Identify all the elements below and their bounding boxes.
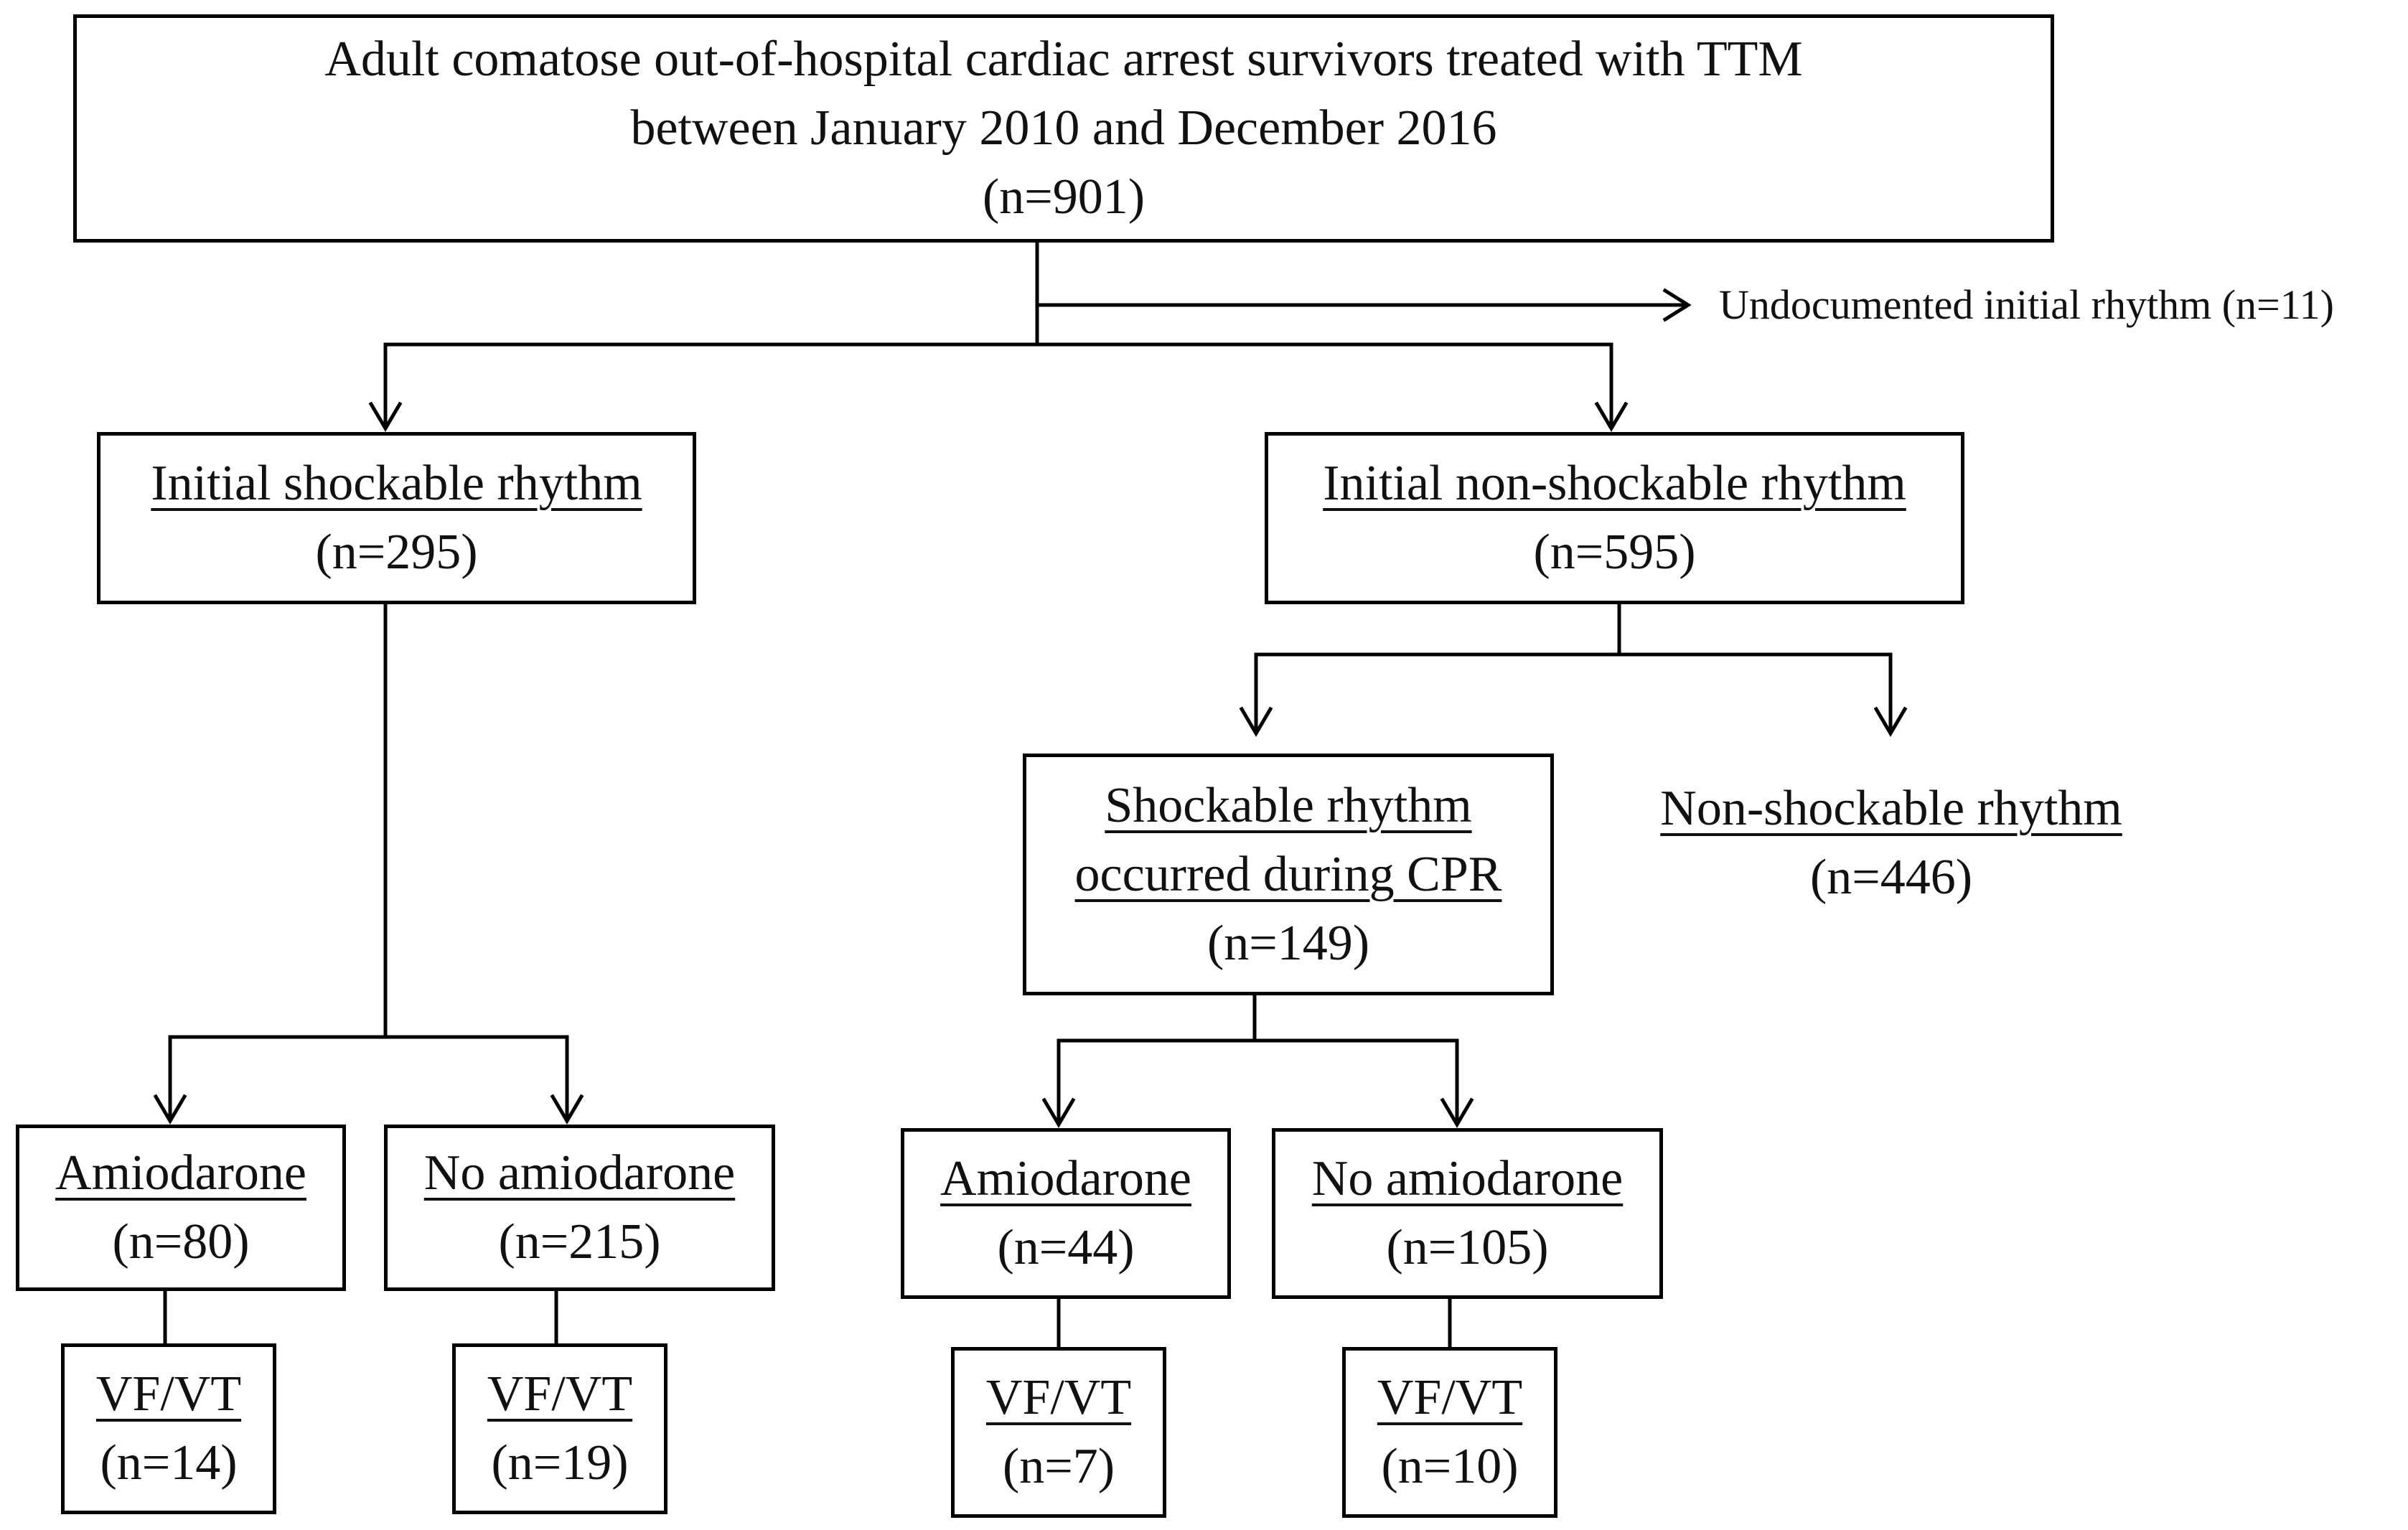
cpr-shockable-box: Shockable rhythm occurred during CPR (n=… xyxy=(1023,754,1554,995)
initial-nonshockable-title: Initial non-shockable rhythm xyxy=(1323,456,1906,511)
initial-nonshockable-count: (n=595) xyxy=(1533,525,1696,580)
vfvt-count: (n=7) xyxy=(1002,1439,1115,1494)
group-title: Amiodarone xyxy=(940,1151,1191,1206)
nonshockable-rhythm-count: (n=446) xyxy=(1809,850,1973,905)
group-title: No amiodarone xyxy=(1311,1151,1624,1206)
nonshockable-rhythm-node: Non-shockable rhythm (n=446) xyxy=(1601,771,2182,915)
excluded-label: Undocumented initial rhythm (n=11) xyxy=(1719,281,2334,328)
vfvt-box-no-amiodarone-cpr: VF/VT (n=10) xyxy=(1342,1347,1557,1518)
group-count: (n=80) xyxy=(112,1214,250,1269)
vfvt-count: (n=19) xyxy=(491,1435,629,1491)
group-box-no-amiodarone-shockable: No amiodarone (n=215) xyxy=(384,1125,775,1291)
group-count: (n=44) xyxy=(997,1220,1135,1275)
group-box-no-amiodarone-cpr: No amiodarone (n=105) xyxy=(1272,1128,1663,1299)
group-box-amiodarone-cpr: Amiodarone (n=44) xyxy=(901,1128,1231,1299)
vfvt-title: VF/VT xyxy=(985,1370,1132,1425)
group-title: No amiodarone xyxy=(423,1145,736,1201)
vfvt-title: VF/VT xyxy=(95,1366,242,1422)
vfvt-count: (n=10) xyxy=(1381,1439,1519,1494)
cpr-shockable-line-1: Shockable rhythm xyxy=(1105,777,1472,833)
nonshockable-rhythm-title: Non-shockable rhythm xyxy=(1660,781,2122,836)
group-count: (n=105) xyxy=(1386,1220,1549,1275)
vfvt-title: VF/VT xyxy=(487,1366,633,1422)
vfvt-box-amiodarone-cpr: VF/VT (n=7) xyxy=(951,1347,1166,1518)
vfvt-count: (n=14) xyxy=(100,1435,238,1491)
initial-shockable-count: (n=295) xyxy=(315,525,478,580)
cpr-shockable-line-2: occurred during CPR xyxy=(1074,846,1502,902)
root-count: (n=901) xyxy=(982,169,1146,225)
vfvt-box-amiodarone-shockable: VF/VT (n=14) xyxy=(61,1343,276,1514)
root-cohort-box: Adult comatose out-of-hospital cardiac a… xyxy=(73,14,2054,243)
group-title: Amiodarone xyxy=(55,1145,306,1201)
vfvt-box-no-amiodarone-shockable: VF/VT (n=19) xyxy=(452,1343,667,1514)
root-line-1: Adult comatose out-of-hospital cardiac a… xyxy=(324,32,1803,87)
initial-nonshockable-box: Initial non-shockable rhythm (n=595) xyxy=(1265,432,1964,604)
cpr-shockable-count: (n=149) xyxy=(1207,915,1370,971)
group-box-amiodarone-shockable: Amiodarone (n=80) xyxy=(16,1125,346,1291)
vfvt-title: VF/VT xyxy=(1377,1370,1523,1425)
initial-shockable-title: Initial shockable rhythm xyxy=(151,456,642,511)
initial-shockable-box: Initial shockable rhythm (n=295) xyxy=(97,432,696,604)
root-line-2: between January 2010 and December 2016 xyxy=(630,100,1497,156)
group-count: (n=215) xyxy=(498,1214,661,1269)
